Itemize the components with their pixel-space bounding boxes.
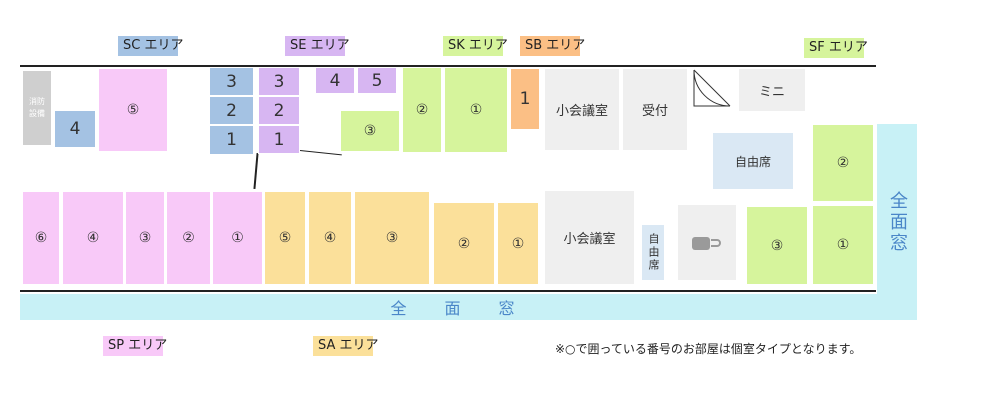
reception[interactable]: 受付	[622, 68, 688, 151]
room-sf-1[interactable]: ①	[812, 205, 874, 285]
room-sa-3[interactable]: ③	[354, 191, 430, 285]
room-sp-3[interactable]: ③	[125, 191, 165, 285]
free-seat-area-top[interactable]: 自由席	[712, 132, 794, 190]
room-sp-4[interactable]: ④	[62, 191, 124, 285]
area-label-sc: SC エリア	[118, 36, 183, 56]
coffee-cup-icon	[692, 236, 721, 250]
area-label-sa: SA エリア	[313, 336, 379, 356]
full-window-bottom: 全 面 窓	[20, 294, 917, 320]
room-sa-2[interactable]: ②	[433, 202, 495, 285]
area-label-sb: SB エリア	[520, 36, 585, 56]
room-sp-2[interactable]: ②	[166, 191, 211, 285]
small-meeting-room-bottom[interactable]: 小会議室	[544, 190, 635, 285]
room-se-4[interactable]: 4	[315, 67, 355, 94]
room-sc-1[interactable]: 1	[209, 125, 254, 155]
room-se-3[interactable]: 3	[258, 67, 300, 96]
fire-equipment: 消防 設備	[22, 70, 52, 146]
cafe-area[interactable]	[677, 204, 737, 281]
full-window-right: 全面窓	[877, 124, 917, 320]
room-sc-3[interactable]: 3	[209, 67, 254, 96]
area-label-sf: SF エリア	[804, 38, 868, 58]
private-room-note: ※○で囲っている番号のお部屋は個室タイプとなります。	[555, 342, 862, 356]
mini-room[interactable]: ミニ	[738, 68, 806, 112]
bottom-wall-line	[20, 290, 876, 292]
room-se-2[interactable]: 2	[258, 96, 300, 125]
area-label-sp: SP エリア	[103, 336, 167, 356]
room-sp-1[interactable]: ①	[212, 191, 263, 285]
partition-line	[253, 152, 259, 190]
room-sa-4[interactable]: ④	[308, 191, 352, 285]
partition-line	[299, 150, 342, 156]
room-sf-2[interactable]: ②	[812, 124, 874, 202]
room-sc-2[interactable]: 2	[209, 96, 254, 125]
room-sp-5-top[interactable]: ⑤	[98, 68, 168, 152]
room-sc-4[interactable]: 4	[54, 110, 96, 148]
top-wall-line	[20, 65, 876, 67]
room-sa-1[interactable]: ①	[497, 202, 539, 285]
room-sb-1[interactable]: 1	[510, 68, 540, 130]
room-se-5[interactable]: 5	[357, 67, 397, 94]
room-sf-3[interactable]: ③	[746, 206, 808, 285]
room-sk-3[interactable]: ③	[340, 110, 400, 152]
area-label-sk: SK エリア	[443, 36, 508, 56]
room-sa-5[interactable]: ⑤	[264, 191, 306, 285]
room-sp-6[interactable]: ⑥	[22, 191, 60, 285]
room-sk-1[interactable]: ①	[444, 67, 508, 153]
room-se-1[interactable]: 1	[258, 125, 300, 154]
small-meeting-room-top[interactable]: 小会議室	[544, 68, 620, 151]
door-swing-icon	[693, 69, 731, 107]
free-seat-vertical[interactable]: 自由席	[641, 224, 665, 281]
room-sk-2[interactable]: ②	[402, 67, 442, 153]
area-label-se: SE エリア	[285, 36, 350, 56]
